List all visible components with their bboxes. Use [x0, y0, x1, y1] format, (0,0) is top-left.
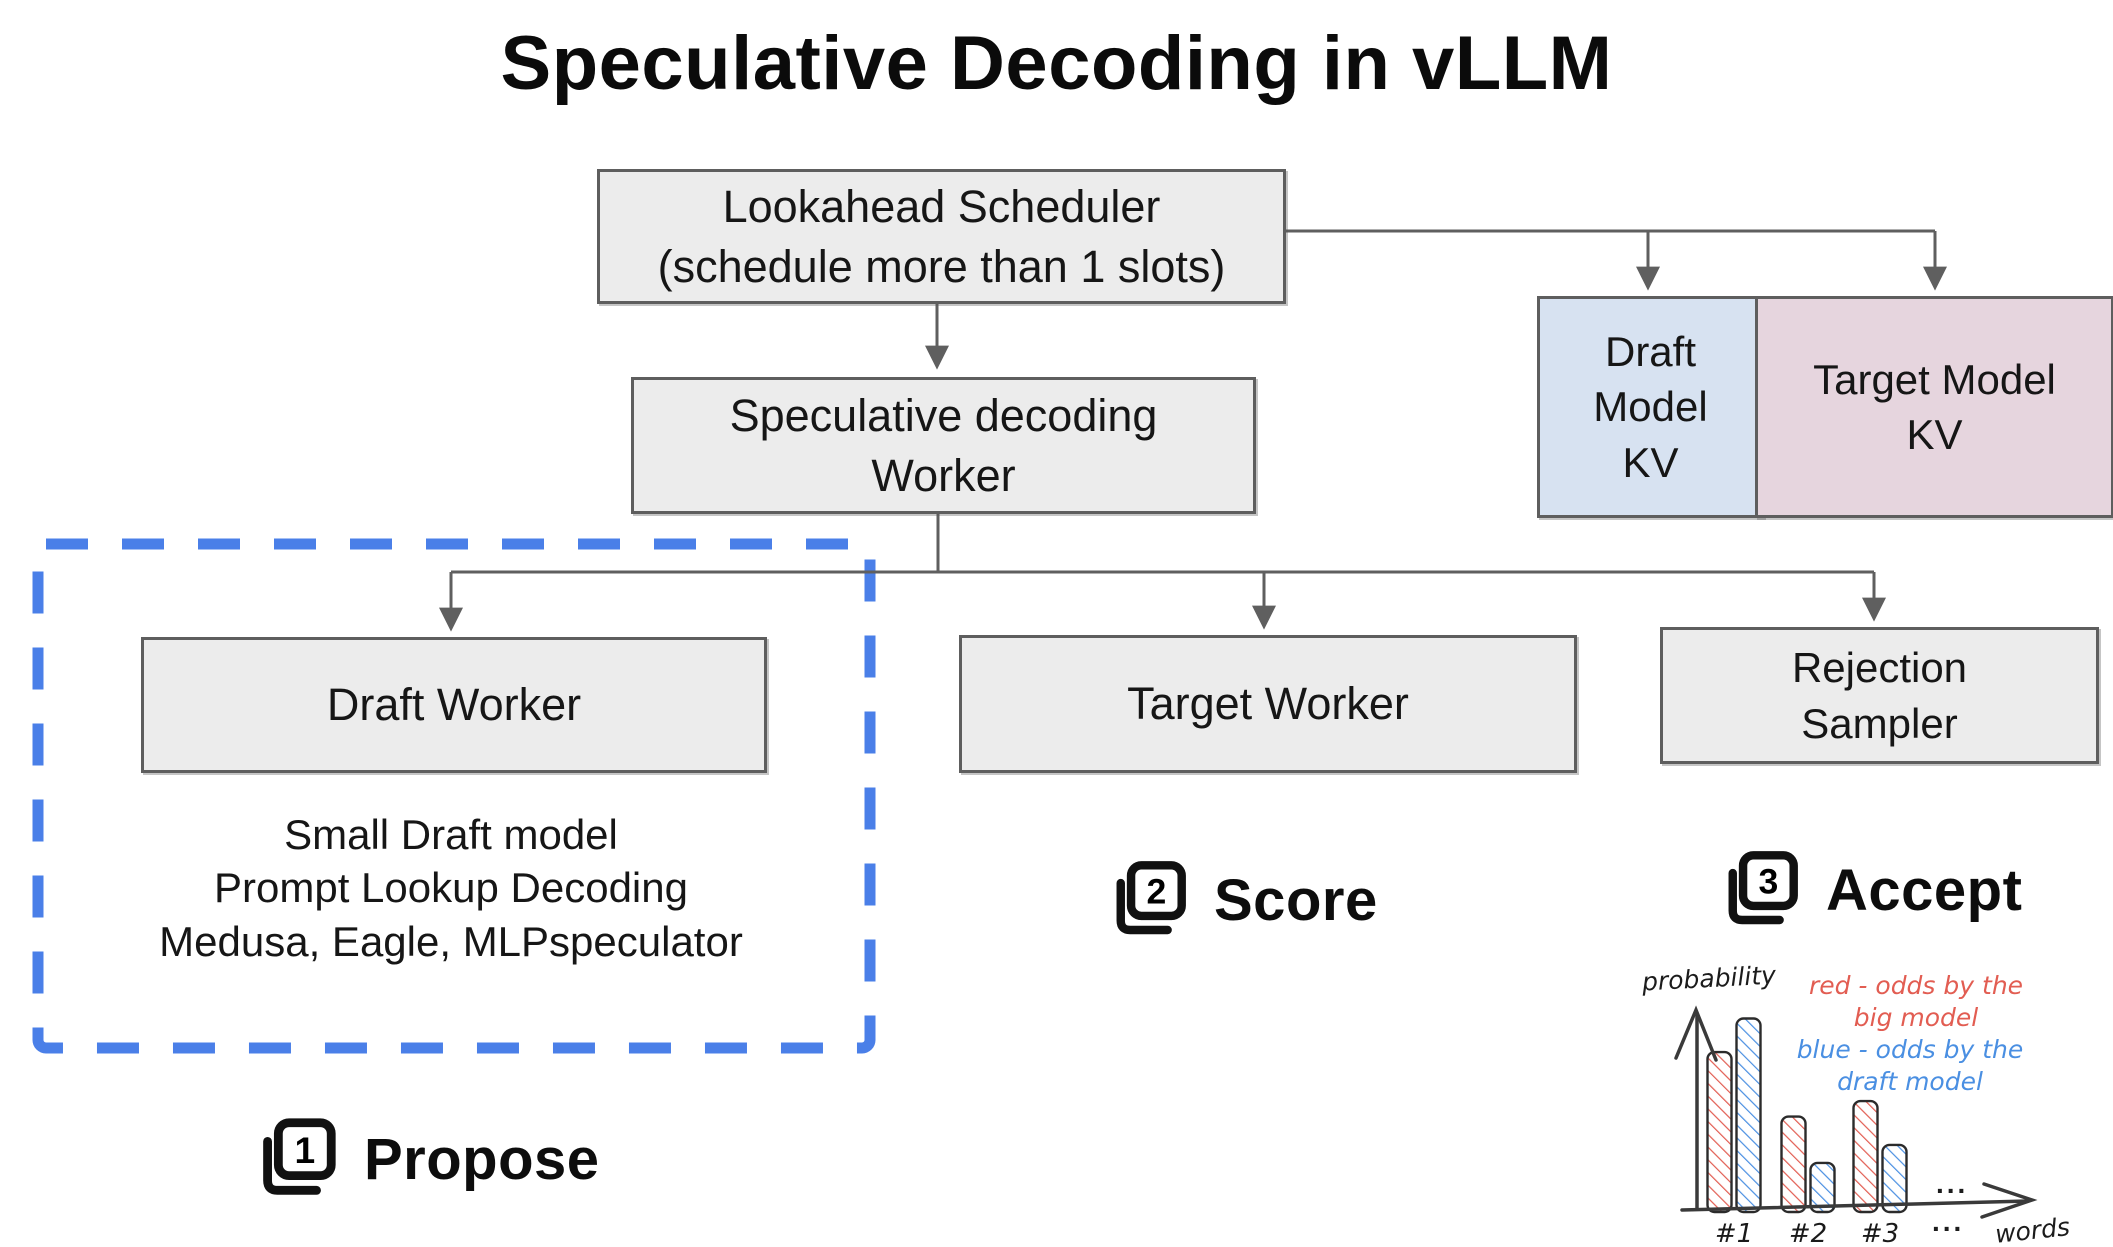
- chart-bar: [1780, 1115, 1807, 1214]
- step-number: 2: [1146, 872, 1166, 912]
- chart-legend-blue: blue - odds by the draft model: [1796, 1035, 2024, 1096]
- chart-bar: [1706, 1050, 1733, 1214]
- x-axis-arrowhead: [1980, 1182, 2038, 1219]
- connector-lines: [439, 229, 1947, 632]
- node-rejection-sampler: Rejection Sampler: [1660, 627, 2099, 764]
- probability-chart-bars: #1 #2 #3: [1706, 1017, 1908, 1247]
- number-2-square-icon: 2: [1116, 861, 1186, 935]
- page-title: Speculative Decoding in vLLM: [500, 21, 1613, 106]
- chart-bar: [1881, 1143, 1908, 1214]
- step-number: 1: [294, 1129, 315, 1171]
- node-target-worker: Target Worker: [959, 635, 1577, 773]
- node-draft-worker: Draft Worker: [141, 637, 767, 773]
- chart-category-label: #1: [1715, 1219, 1753, 1247]
- step-propose: 1 Propose: [248, 1112, 600, 1206]
- chart-category-label: #2: [1789, 1219, 1827, 1247]
- x-axis-line: [1680, 1199, 2030, 1212]
- number-3-square-icon: 3: [1728, 851, 1798, 925]
- node-target-model-kv: Target Model KV: [1755, 296, 2113, 518]
- y-axis-arrowhead: [1674, 1005, 1718, 1062]
- chart-ellipsis-upper: ...: [1936, 1168, 1969, 1199]
- chart-bar: [1809, 1161, 1836, 1214]
- node-draft-model-kv: Draft Model KV: [1537, 296, 1764, 518]
- step-accept: 3 Accept: [1714, 845, 2022, 935]
- step-score: 2 Score: [1102, 855, 1378, 945]
- number-1-square-icon: 1: [263, 1118, 336, 1195]
- step-score-label: Score: [1214, 867, 1378, 933]
- node-lookahead-scheduler: Lookahead Scheduler (schedule more than …: [597, 169, 1286, 304]
- chart-category-label: #3: [1861, 1219, 1899, 1247]
- propose-group-dashed-box: [32, 538, 876, 1054]
- step-propose-label: Propose: [364, 1126, 600, 1192]
- chart-legend-red: red - odds by the big model: [1808, 971, 2024, 1032]
- step-number: 3: [1758, 862, 1778, 902]
- draft-methods-list: Small Draft model Prompt Lookup Decoding…: [159, 811, 743, 965]
- chart-ellipsis-lower: ...: [1932, 1206, 1965, 1237]
- chart-bar: [1735, 1017, 1762, 1214]
- chart-bar: [1852, 1099, 1879, 1214]
- node-speculative-decoding-worker: Speculative decoding Worker: [631, 377, 1256, 514]
- step-accept-label: Accept: [1826, 857, 2023, 923]
- probability-chart-axes: [1674, 1005, 2038, 1219]
